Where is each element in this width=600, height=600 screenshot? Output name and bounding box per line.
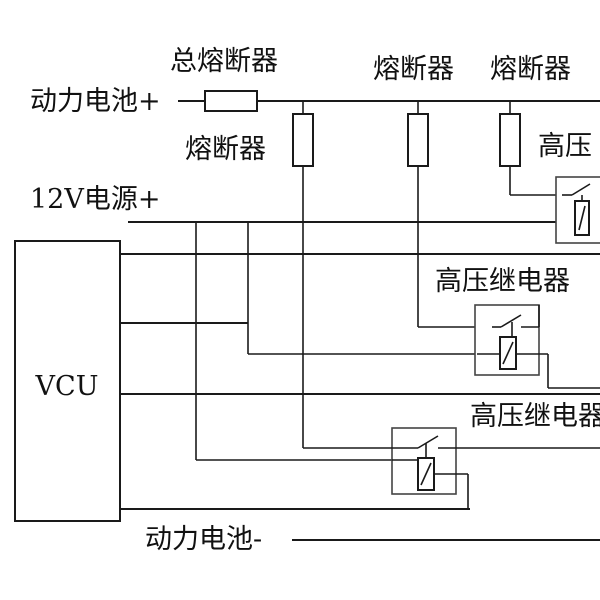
vcu-box [14, 240, 121, 522]
main-fuse [204, 90, 258, 112]
relay-3 [303, 427, 600, 509]
fuse-left-label: 熔断器 [185, 134, 266, 165]
main-fuse-label: 总熔断器 [170, 46, 278, 77]
fuse-top-1-label: 熔断器 [373, 54, 454, 85]
vcu-label: VCU [35, 371, 99, 402]
relay-2-label: 高压继电器 [435, 266, 570, 297]
battery-positive-label: 动力电池+ [30, 86, 161, 117]
relay-1-label: 高压 [538, 131, 592, 162]
relay-2 [474, 304, 600, 389]
supply-12v-label: 12V电源+ [30, 184, 160, 215]
battery-negative-label: 动力电池- [145, 524, 262, 555]
fuse-top-2-label: 熔断器 [490, 54, 571, 85]
fuse-right [499, 101, 562, 196]
relay-1 [555, 176, 600, 244]
relay-3-label: 高压继电器 [470, 401, 600, 432]
fuse-left [292, 101, 314, 448]
